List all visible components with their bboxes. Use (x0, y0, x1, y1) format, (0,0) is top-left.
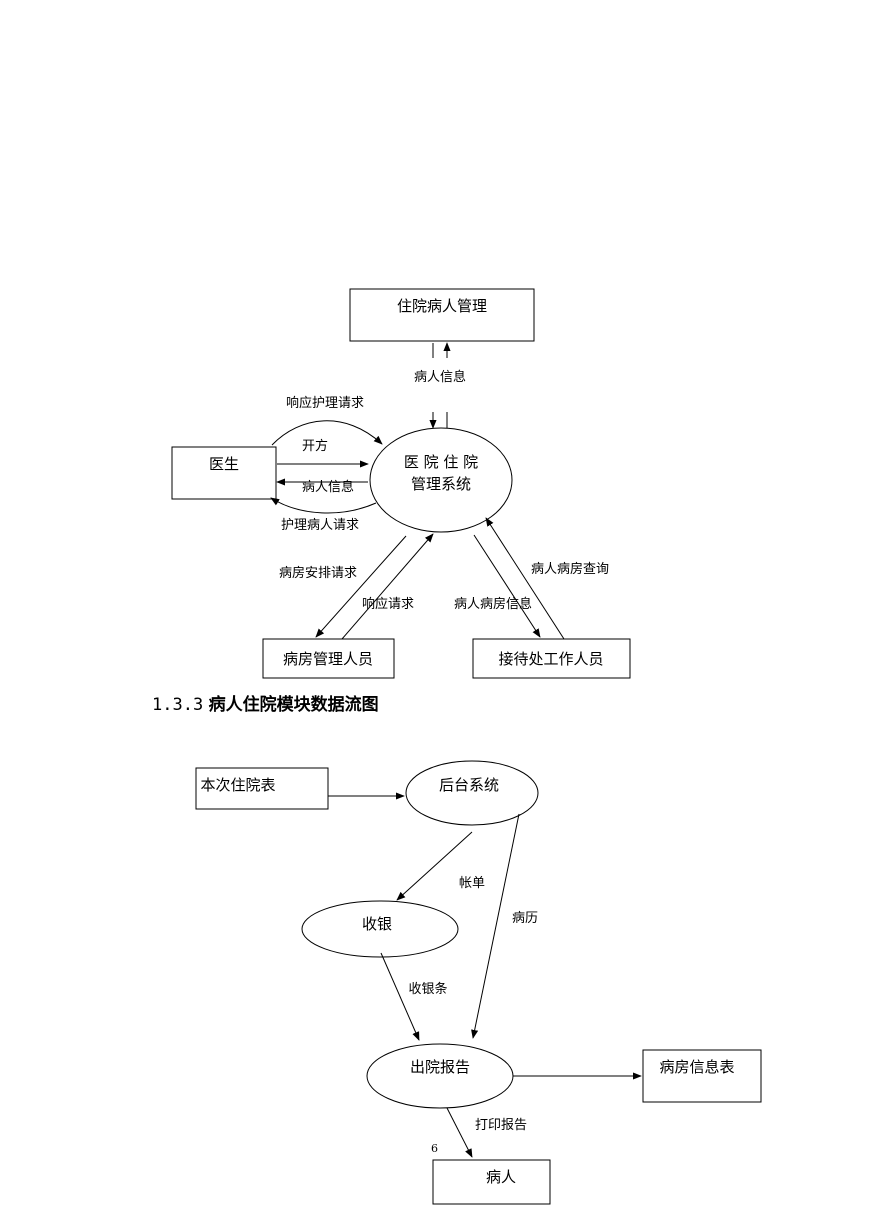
patient-label: 病人 (486, 1168, 516, 1186)
patient-box (432, 1159, 551, 1205)
reception-staff-box (472, 638, 631, 679)
reception-staff-label: 接待处工作人员 (498, 650, 603, 668)
ward-info-table-box (642, 1049, 762, 1103)
flow-patient-info-top: 病人信息 (414, 369, 466, 385)
backend-system-ellipse (405, 760, 539, 826)
ward-staff-box (262, 638, 395, 679)
section-number: 1.3.3 (152, 695, 204, 715)
hospital-system-ellipse (369, 427, 513, 533)
discharge-report-label: 出院报告 (410, 1058, 470, 1076)
inpatient-mgmt-box (349, 288, 535, 342)
ward-info-table-label: 病房信息表 (659, 1058, 734, 1076)
hospital-system-label-2: 管理系统 (411, 475, 471, 493)
flow-patient-info-doctor: 病人信息 (302, 479, 354, 495)
backend-system-label: 后台系统 (439, 776, 499, 794)
flow-arrow-patient-ward-query (485, 517, 565, 640)
hospital-system-label-1: 医 院 住 院 (404, 453, 478, 471)
ward-staff-label: 病房管理人员 (283, 650, 373, 668)
flow-bill: 帐单 (459, 876, 485, 891)
flow-arrow-ward-arrange (315, 535, 407, 638)
discharge-report-ellipse (366, 1043, 514, 1109)
flow-arrow-cash-receipt (380, 952, 420, 1041)
flow-nursing-patient-request: 护理病人请求 (281, 518, 359, 533)
section-heading: 1.3.3 病人住院模块数据流图 (152, 690, 379, 715)
flow-arrow-patient-ward-info (473, 534, 541, 638)
inpatient-mgmt-label: 住院病人管理 (397, 297, 487, 315)
admission-table-label: 本次住院表 (200, 776, 275, 794)
cashier-label: 收银 (362, 915, 392, 933)
flow-arrow-bill (396, 831, 473, 901)
admission-dataflow-diagram: 本次住院表 后台系统 帐单 病历 收银 收银条 出院报告 病房信息表 打印报告 … (195, 760, 762, 1205)
flow-arrow-medical-record (471, 813, 520, 1039)
flow-cash-receipt: 收银条 (408, 981, 447, 997)
page-number: 6 (431, 1142, 438, 1155)
flow-patient-ward-query: 病人病房查询 (531, 561, 609, 577)
flow-patient-ward-info: 病人病房信息 (454, 596, 532, 612)
flow-curve-respond-nursing (271, 420, 383, 446)
flow-arrow-respond-request (341, 533, 434, 640)
flow-print-report: 打印报告 (475, 1118, 527, 1133)
flow-arrow-print-report (446, 1107, 473, 1158)
cashier-ellipse (301, 900, 459, 958)
flow-prescribe: 开方 (302, 438, 328, 454)
flow-curve-nursing-patient (270, 497, 377, 514)
context-diagram: 住院病人管理 病人信息 医 院 住 院 管理系统 医生 响应护理请求 开方 病人… (171, 288, 631, 679)
flow-ward-arrange-request: 病房安排请求 (279, 565, 357, 581)
flow-respond-nursing-request: 响应护理请求 (286, 395, 364, 411)
flow-respond-request: 响应请求 (362, 596, 414, 612)
doctor-label: 医生 (209, 455, 239, 473)
section-title: 病人住院模块数据流图 (208, 695, 379, 715)
admission-table-box (195, 767, 329, 810)
flow-medical-record: 病历 (512, 911, 538, 926)
doctor-box (171, 446, 277, 500)
